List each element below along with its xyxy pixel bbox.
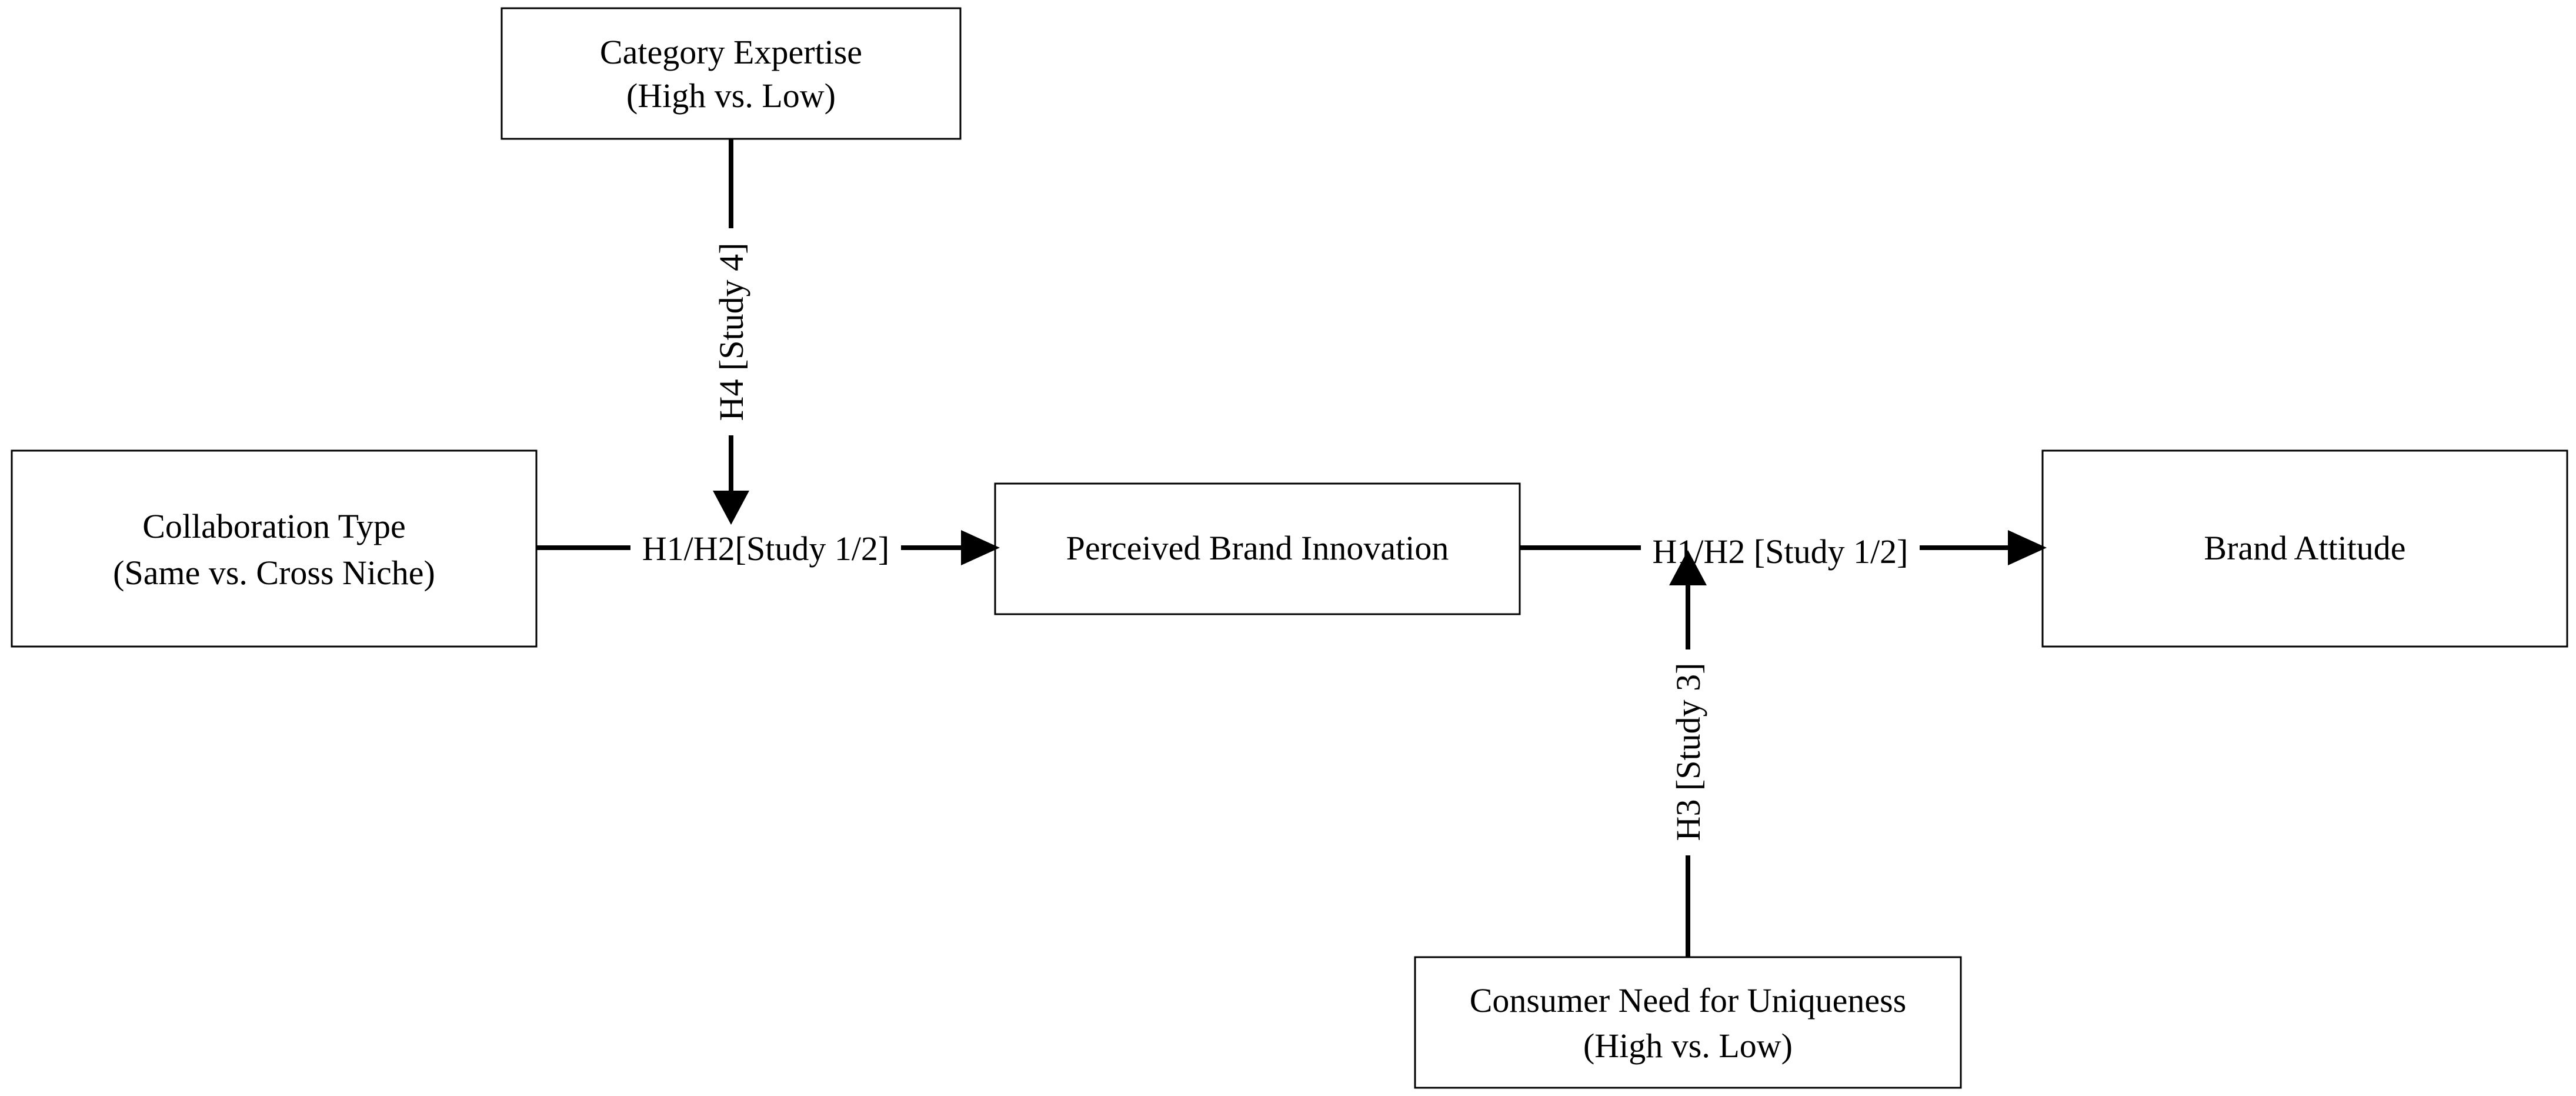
node-category-expertise: Category Expertise (High vs. Low) [500, 7, 962, 140]
collaboration-type-levels: (Same vs. Cross Niche) [113, 554, 435, 592]
node-brand-attitude: Brand Attitude [2041, 449, 2568, 648]
edge-label-h4-study-4: H4 [Study 4] [712, 243, 750, 421]
edge-innovation-to-attitude: H1/H2 [Study 1/2] [1520, 530, 2047, 571]
arrowhead-down-icon [713, 491, 749, 525]
edge-collab-to-innovation: H1/H2[Study 1/2] [536, 529, 1000, 568]
brand-attitude-label: Brand Attitude [2204, 529, 2405, 567]
node-perceived-brand-innovation: Perceived Brand Innovation [994, 482, 1521, 615]
arrowhead-right-icon [961, 530, 1000, 565]
collaboration-type-title: Collaboration Type [142, 507, 406, 545]
perceived-brand-innovation-label: Perceived Brand Innovation [1066, 529, 1449, 567]
consumer-need-for-uniqueness-title: Consumer Need for Uniqueness [1470, 981, 1907, 1020]
edge-label-h3-study-3: H3 [Study 3] [1669, 663, 1707, 841]
edge-label-h1-h2-study-1-2: H1/H2[Study 1/2] [642, 529, 890, 568]
arrowhead-up-icon [1669, 550, 1707, 585]
edge-expertise-moderation: H4 [Study 4] [712, 139, 750, 525]
consumer-need-for-uniqueness-levels: (High vs. Low) [1583, 1027, 1793, 1065]
arrowhead-right-icon [2008, 530, 2047, 565]
category-expertise-levels: (High vs. Low) [626, 76, 836, 115]
category-expertise-title: Category Expertise [600, 33, 862, 71]
node-consumer-need-for-uniqueness: Consumer Need for Uniqueness (High vs. L… [1414, 956, 1962, 1089]
node-collaboration-type: Collaboration Type (Same vs. Cross Niche… [11, 449, 538, 648]
edge-uniqueness-moderation: H3 [Study 3] [1669, 550, 1707, 957]
